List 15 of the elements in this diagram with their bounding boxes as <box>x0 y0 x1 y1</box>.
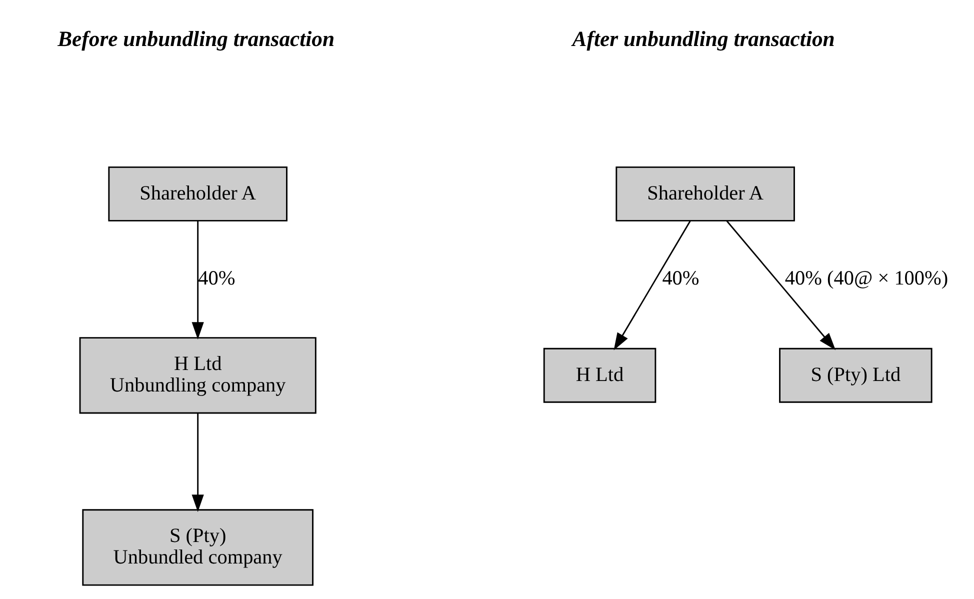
arrow <box>726 220 836 350</box>
label: After unbundling transaction <box>572 26 835 51</box>
node-box: H Ltd Unbundling company <box>79 337 316 414</box>
edge-label: 40% (40@ × 100%) <box>784 268 948 290</box>
arrow <box>192 220 204 340</box>
edge-label: 40% <box>198 268 236 290</box>
node-box: S (Pty) Unbundled company <box>82 509 314 586</box>
arrow <box>192 413 204 512</box>
arrow <box>614 220 691 350</box>
node-box: Shareholder A <box>616 166 795 222</box>
edge-label: 40% <box>662 268 700 290</box>
label: Before unbundling transaction <box>58 26 335 51</box>
node-box: Shareholder A <box>108 166 288 222</box>
node-box: H Ltd <box>543 348 656 403</box>
node-box: S (Pty) Ltd <box>779 348 932 403</box>
